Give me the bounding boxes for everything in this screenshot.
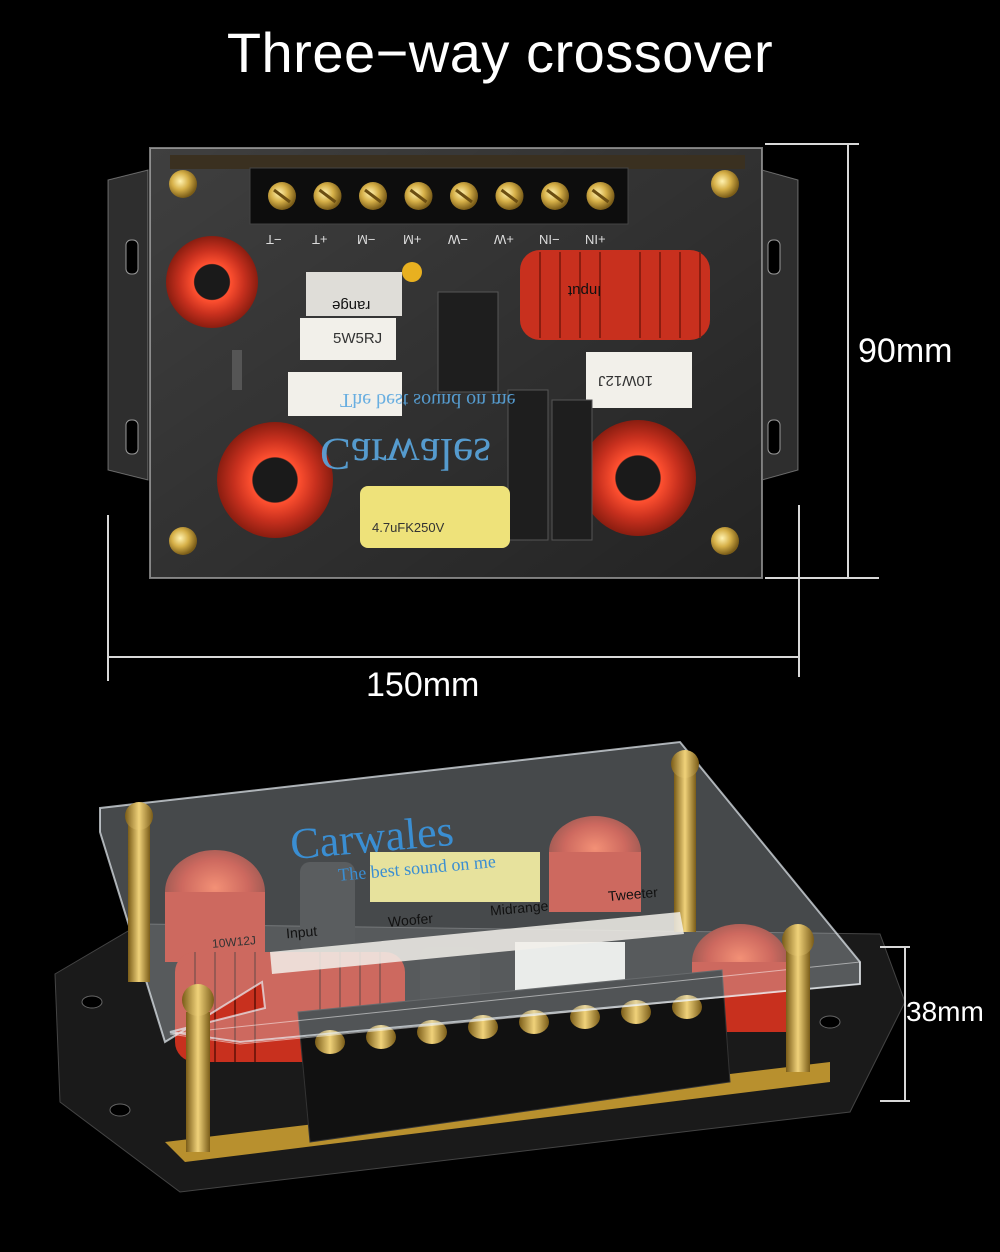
input-label: Input [568,282,602,299]
height-dimension-line [847,143,849,579]
depth-dimension-tick-bottom [880,1100,910,1102]
terminal-label: +M [402,232,421,247]
width-dimension-tick-right [798,505,800,677]
terminal-screws [268,182,615,210]
terminal-label: +T [311,232,328,247]
terminal-label: −T [266,232,282,247]
brand-logo-mirrored: Carwales [320,429,492,480]
depth-dimension-label: 38mm [906,996,984,1027]
depth-dimension-tick-top [880,946,910,948]
page-title: Three−way crossover [226,21,774,84]
depth-dimension-line [904,946,906,1102]
crossover-angled-view [54,740,906,1193]
capacitor-label: 4.7uFK250V [372,520,445,535]
height-dimension-tick-bottom [765,577,879,579]
height-dimension-tick-top [765,143,859,145]
terminal-label: +IN [584,232,606,247]
resistor-label-4: 10W12J [598,372,654,389]
width-dimension-line [108,656,800,658]
input-label-side: Input [285,922,318,942]
terminal-label: +W [493,232,514,247]
range-label: range [332,297,371,314]
brand-slogan-mirrored: The best sound on me [340,389,516,411]
crossover-top-view [107,147,799,579]
height-dimension-label: 90mm [858,332,953,370]
terminal-label: −M [357,232,376,247]
terminal-label: −W [448,232,468,247]
width-dimension-tick-left [107,515,109,681]
width-dimension-label: 150mm [366,666,480,704]
resistor-label-2: 5W5RJ [333,330,383,347]
terminal-label: −IN [539,232,560,247]
